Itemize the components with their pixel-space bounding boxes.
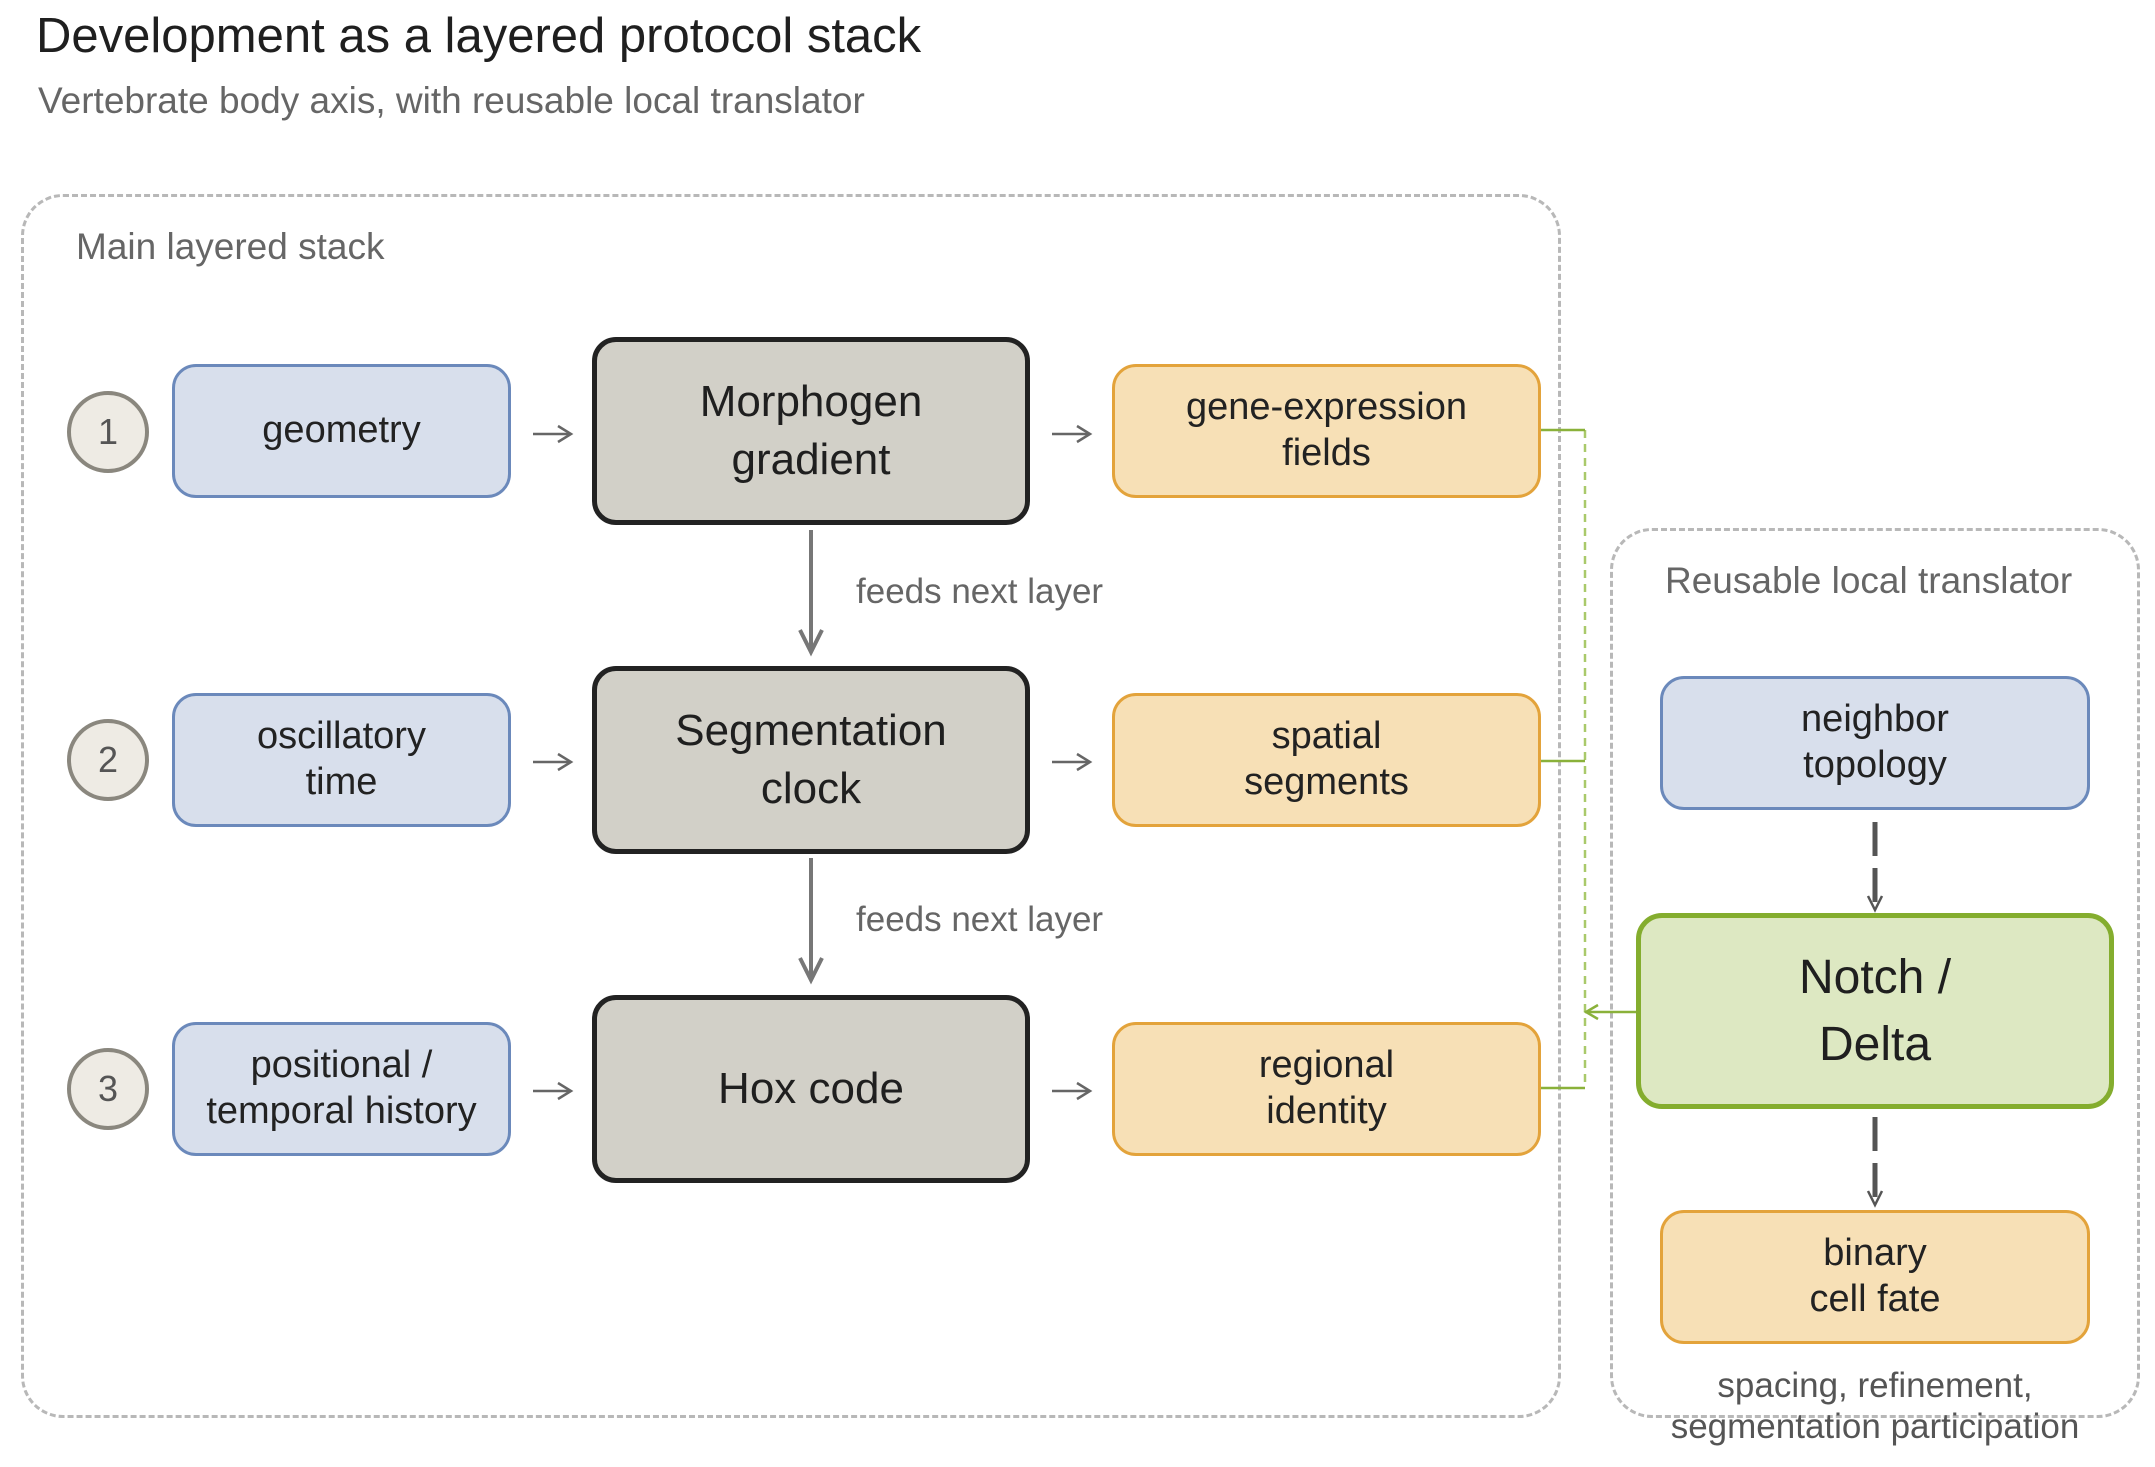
translator-note: spacing, refinement, segmentation partic… — [1670, 1366, 2080, 1446]
layer-number-1: 1 — [67, 391, 149, 473]
core-to-output-arrow-1 — [1052, 424, 1093, 444]
translator-output-binary-cell-fate: binary cell fate — [1660, 1210, 2090, 1344]
diagram-title: Development as a layered protocol stack — [36, 9, 922, 63]
notch-to-fate-arrow — [1866, 1117, 1884, 1208]
feed-label-1: feeds next layer — [856, 572, 1104, 611]
layer-number-2: 2 — [67, 719, 149, 801]
notch-delta-box: Notch / Delta — [1636, 913, 2114, 1109]
output-box-regional-identity: regional identity — [1112, 1022, 1541, 1156]
output-box-gene-expression-fields: gene-expression fields — [1112, 364, 1541, 498]
input-to-core-arrow-1 — [533, 424, 574, 444]
feed-arrow-1 — [798, 530, 824, 657]
core-to-output-arrow-3 — [1052, 1081, 1093, 1101]
input-box-positional-history: positional / temporal history — [172, 1022, 511, 1156]
translator-group — [1610, 528, 2140, 1418]
core-to-output-arrow-2 — [1052, 752, 1093, 772]
feed-arrow-2 — [798, 858, 824, 985]
translator-input-neighbor-topology: neighbor topology — [1660, 676, 2090, 810]
diagram-subtitle: Vertebrate body axis, with reusable loca… — [38, 80, 865, 121]
main-stack-group — [21, 194, 1561, 1418]
input-to-core-arrow-2 — [533, 752, 574, 772]
input-box-oscillatory-time: oscillatory time — [172, 693, 511, 827]
core-box-morphogen-gradient: Morphogen gradient — [592, 337, 1030, 525]
feed-label-2: feeds next layer — [856, 900, 1104, 939]
main-stack-label: Main layered stack — [76, 226, 385, 267]
topology-to-notch-arrow — [1866, 822, 1884, 913]
core-box-hox-code: Hox code — [592, 995, 1030, 1183]
input-box-geometry: geometry — [172, 364, 511, 498]
input-to-core-arrow-3 — [533, 1081, 574, 1101]
translator-label: Reusable local translator — [1665, 560, 2073, 601]
layer-number-3: 3 — [67, 1048, 149, 1130]
core-box-segmentation-clock: Segmentation clock — [592, 666, 1030, 854]
output-box-spatial-segments: spatial segments — [1112, 693, 1541, 827]
